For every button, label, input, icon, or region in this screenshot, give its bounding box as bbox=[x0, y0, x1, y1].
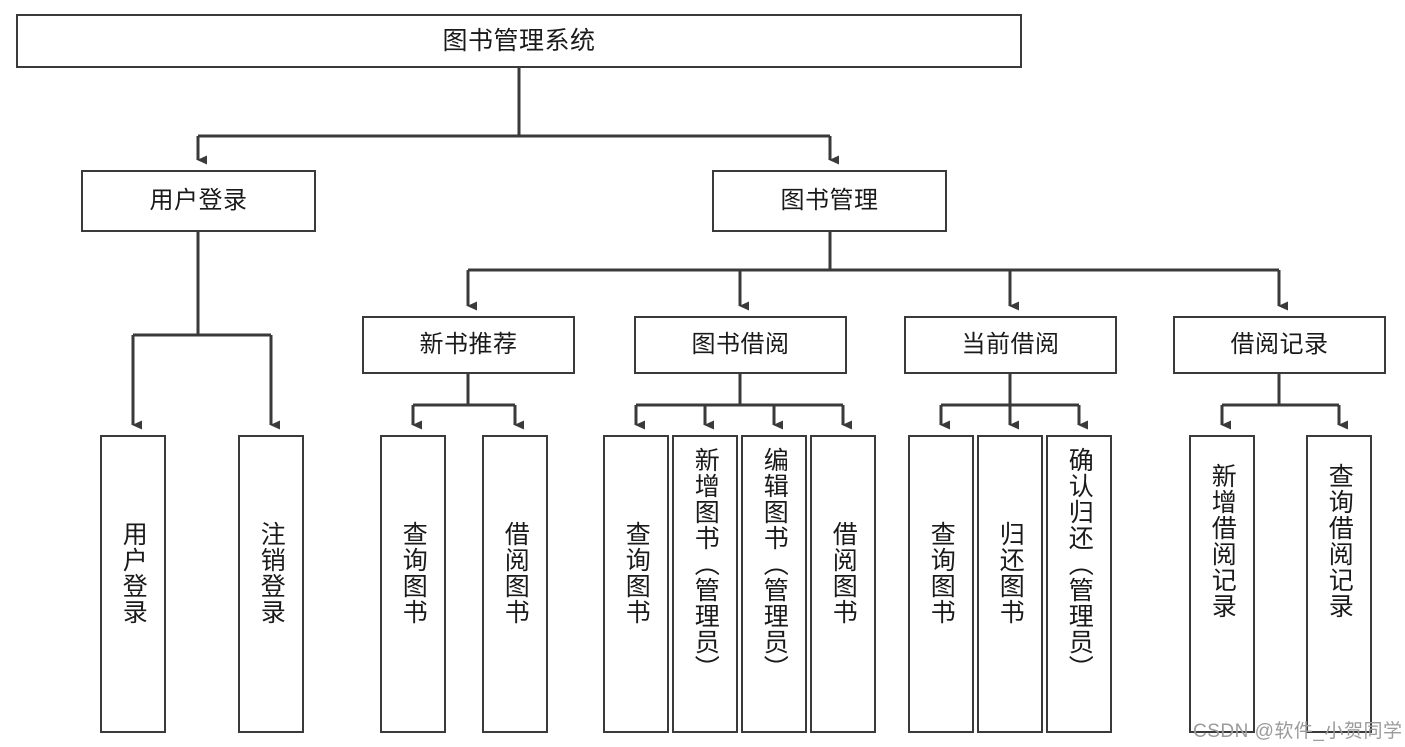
node-leaf-query-record[interactable]: 查询借阅记录 bbox=[1306, 435, 1372, 733]
node-leaf-add-record-label: 新增借阅记录 bbox=[1208, 463, 1237, 619]
node-leaf-logout-login-label: 注销登录 bbox=[257, 521, 286, 625]
node-leaf-borrow-book-2[interactable]: 借阅图书 bbox=[810, 435, 876, 733]
node-leaf-edit-book[interactable]: 编辑图书（管理员） bbox=[741, 435, 807, 733]
node-book-manage[interactable]: 图书管理 bbox=[712, 170, 947, 232]
node-leaf-borrow-book-2-label: 借阅图书 bbox=[829, 521, 858, 625]
node-user-login-label: 用户登录 bbox=[149, 186, 248, 214]
node-leaf-query-book-3-label: 查询图书 bbox=[927, 521, 956, 625]
node-leaf-confirm-return[interactable]: 确认归还（管理员） bbox=[1046, 435, 1112, 733]
node-leaf-add-book[interactable]: 新增图书（管理员） bbox=[672, 435, 738, 733]
node-leaf-return-book-label: 归还图书 bbox=[996, 521, 1025, 625]
node-leaf-borrow-book-1-label: 借阅图书 bbox=[501, 521, 530, 625]
node-leaf-borrow-book-1[interactable]: 借阅图书 bbox=[482, 435, 548, 733]
node-current-borrow[interactable]: 当前借阅 bbox=[904, 316, 1117, 374]
node-user-login[interactable]: 用户登录 bbox=[81, 170, 316, 232]
node-leaf-query-book-3[interactable]: 查询图书 bbox=[908, 435, 974, 733]
node-book-borrow-label: 图书借阅 bbox=[691, 330, 790, 358]
node-book-borrow[interactable]: 图书借阅 bbox=[634, 316, 847, 374]
node-leaf-add-book-label: 新增图书（管理员） bbox=[691, 447, 720, 681]
node-new-book-recommend-label: 新书推荐 bbox=[419, 330, 518, 358]
node-leaf-add-record[interactable]: 新增借阅记录 bbox=[1189, 435, 1255, 733]
csdn-watermark: CSDN @软件_小贺同学 bbox=[1193, 721, 1403, 742]
node-borrow-record-label: 借阅记录 bbox=[1230, 330, 1329, 358]
node-leaf-user-login[interactable]: 用户登录 bbox=[100, 435, 166, 733]
node-current-borrow-label: 当前借阅 bbox=[961, 330, 1060, 358]
node-leaf-user-login-label: 用户登录 bbox=[119, 521, 148, 625]
node-leaf-return-book[interactable]: 归还图书 bbox=[977, 435, 1043, 733]
node-leaf-edit-book-label: 编辑图书（管理员） bbox=[760, 447, 789, 681]
node-leaf-query-record-label: 查询借阅记录 bbox=[1325, 463, 1354, 619]
node-book-manage-label: 图书管理 bbox=[780, 186, 879, 214]
node-new-book-recommend[interactable]: 新书推荐 bbox=[362, 316, 575, 374]
node-leaf-confirm-return-label: 确认归还（管理员） bbox=[1065, 447, 1094, 681]
node-leaf-logout-login[interactable]: 注销登录 bbox=[238, 435, 304, 733]
node-leaf-query-book-2-label: 查询图书 bbox=[622, 521, 651, 625]
node-leaf-query-book-1-label: 查询图书 bbox=[399, 521, 428, 625]
node-leaf-query-book-1[interactable]: 查询图书 bbox=[380, 435, 446, 733]
node-borrow-record[interactable]: 借阅记录 bbox=[1173, 316, 1386, 374]
node-root[interactable]: 图书管理系统 bbox=[16, 14, 1022, 68]
node-root-label: 图书管理系统 bbox=[442, 27, 596, 55]
node-leaf-query-book-2[interactable]: 查询图书 bbox=[603, 435, 669, 733]
